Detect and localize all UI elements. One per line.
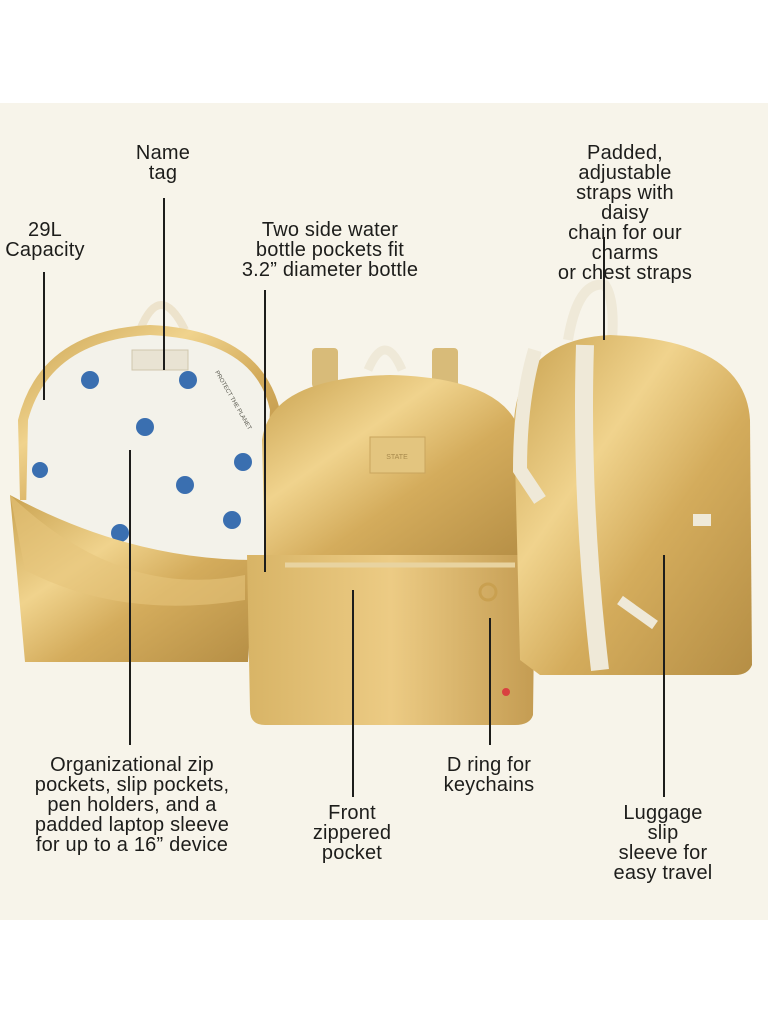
capacity-pointer <box>43 272 45 400</box>
back-backpack <box>512 279 752 675</box>
bottle-pockets-label: Two side water bottle pockets fit 3.2” d… <box>241 219 419 281</box>
bottle-pocket-pointer <box>264 290 266 572</box>
patch-text: STATE <box>386 454 408 461</box>
straps-pointer <box>603 237 605 340</box>
straps-label: Padded, adjustable straps with daisy cha… <box>557 142 693 284</box>
open-backpack: PROTECT THE PLANET <box>10 301 280 662</box>
capacity-label: 29L Capacity <box>5 219 85 261</box>
d-ring-label: D ring for keychains <box>443 754 535 796</box>
luggage-sleeve-pointer <box>663 555 665 797</box>
name-tag-label: Name tag <box>135 142 191 184</box>
d-ring-pointer <box>489 618 491 745</box>
luggage-sleeve-label: Luggage slip sleeve for easy travel <box>613 802 713 884</box>
front-backpack: STATE <box>247 345 535 725</box>
organizational-pointer <box>129 450 131 745</box>
name-tag-pointer <box>163 198 165 370</box>
front-pocket-label: Front zippered pocket <box>312 802 392 864</box>
organizational-label: Organizational zip pockets, slip pockets… <box>34 754 230 856</box>
front-pocket-pointer <box>352 590 354 797</box>
